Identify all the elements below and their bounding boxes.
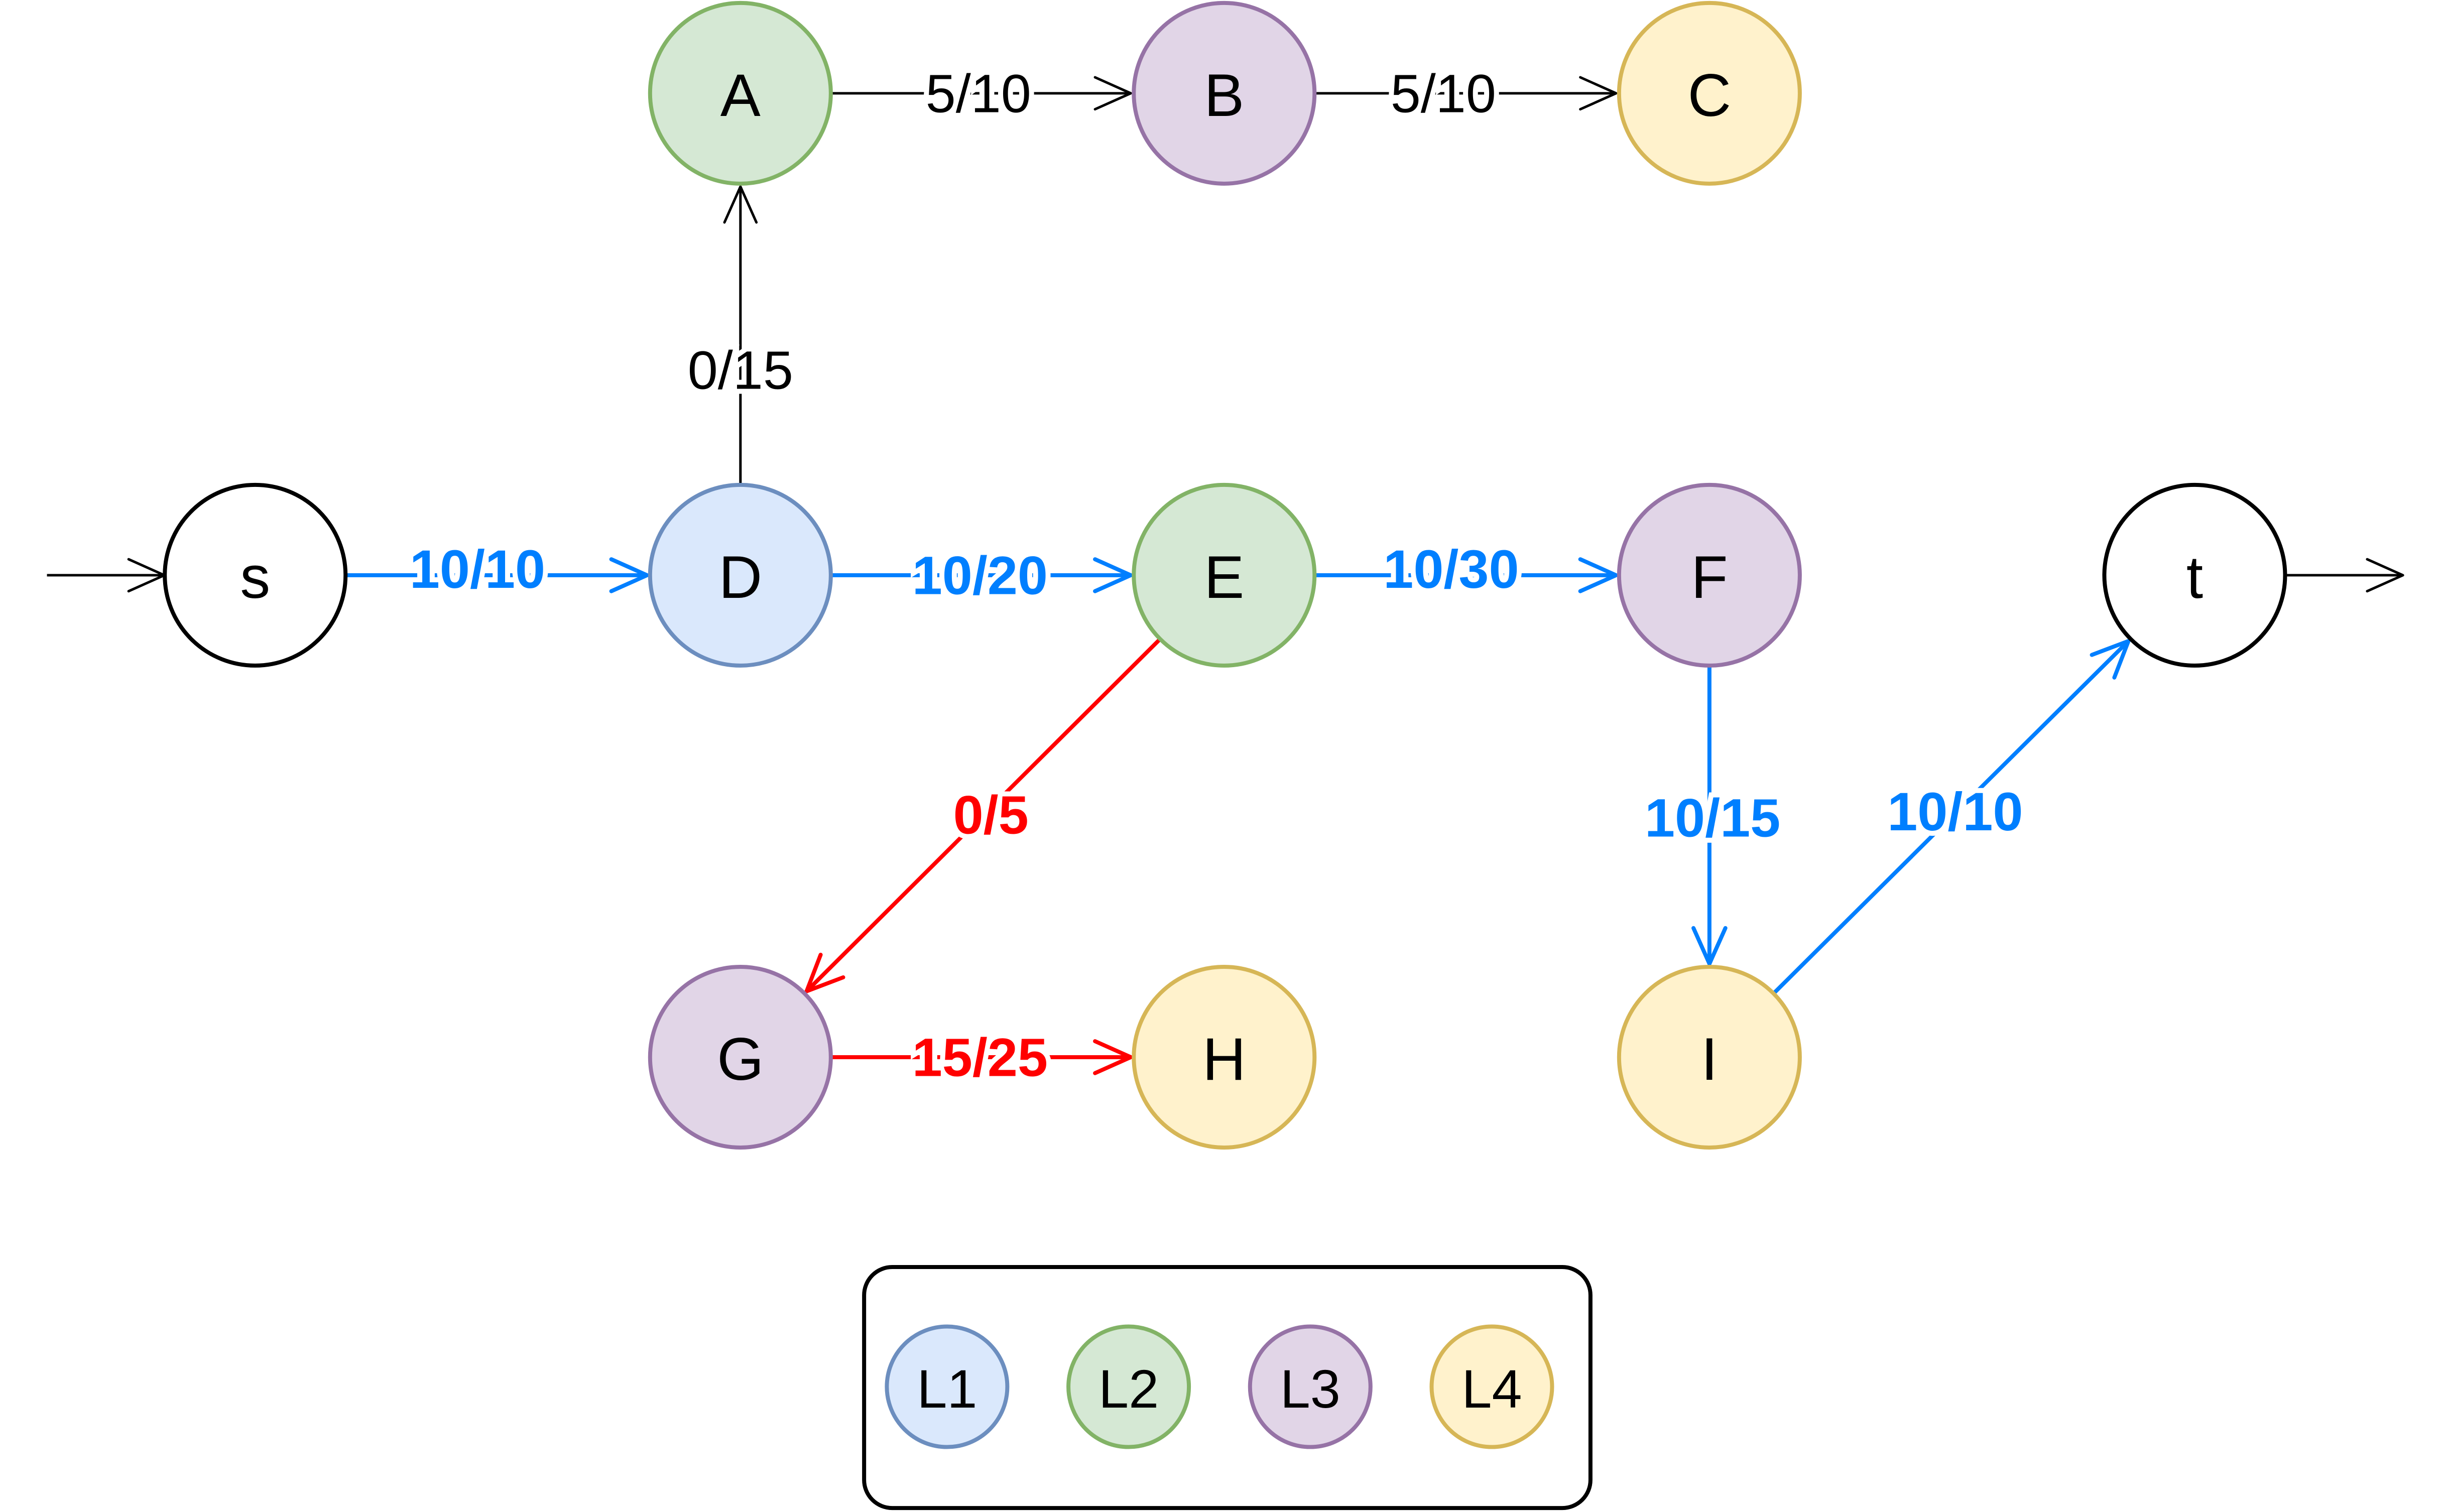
edge-A-to-B: 5/10 [830, 58, 1132, 129]
edge-F-to-I: 10/15 [1640, 665, 1785, 966]
node-circle [2102, 482, 2287, 668]
edge-label: 0/15 [688, 340, 793, 401]
node-label: B [1204, 62, 1244, 129]
node-circle [1132, 964, 1317, 1150]
legend-label: L2 [1099, 1358, 1159, 1419]
legend-box [862, 1265, 1593, 1510]
edge-label: 15/25 [912, 1027, 1048, 1087]
legend-label: L4 [1461, 1358, 1522, 1419]
node-label: s [240, 544, 270, 611]
edge-D-to-E: 10/20 [830, 540, 1133, 610]
edge-label: 10/10 [410, 539, 545, 599]
edge-label: 10/20 [912, 545, 1048, 605]
node-circle [1132, 482, 1317, 668]
edge-label: 5/10 [1391, 63, 1496, 123]
edge-arrowhead [1578, 557, 1618, 593]
node-label: H [1202, 1026, 1246, 1093]
node-label: E [1204, 544, 1244, 611]
edge-line [805, 638, 1162, 993]
node-circle [1132, 1, 1317, 186]
legend-swatch [1248, 1324, 1373, 1449]
legend-label: L1 [917, 1358, 977, 1419]
edge-label: 10/10 [1887, 781, 2023, 842]
edge-line [1772, 640, 2130, 995]
legend-swatch [1429, 1324, 1554, 1449]
edge-arrowhead [1579, 76, 1618, 111]
edges: 5/10 5/10 0/15 10/10 10/20 10/30 0/5 15/25 10/15… [345, 58, 2131, 1092]
node-circle [648, 482, 833, 668]
edge-label: 0/5 [953, 784, 1029, 845]
legend-label: L3 [1280, 1358, 1340, 1419]
node-label: C [1688, 62, 1732, 129]
node-circle [1617, 1, 1802, 186]
legend-item-L2: L2 [1066, 1324, 1191, 1449]
node-C: C [1617, 1, 1802, 186]
legend-item-L3: L3 [1248, 1324, 1373, 1449]
node-label: G [717, 1026, 764, 1093]
legend-swatch [885, 1324, 1010, 1449]
node-circle [163, 482, 348, 668]
node-H: H [1132, 964, 1317, 1150]
sink-outflow-arrowhead [2366, 558, 2404, 593]
node-circle [1617, 482, 1802, 668]
node-t: t [2102, 482, 2287, 668]
node-label: D [718, 544, 762, 611]
node-E: E [1132, 482, 1317, 668]
node-label: A [720, 62, 761, 129]
node-A: A [648, 1, 833, 186]
edge-B-to-C: 5/10 [1314, 58, 1618, 129]
edge-E-to-G: 0/5 [804, 638, 1162, 993]
external-arrows [47, 558, 2404, 593]
edge-arrowhead [804, 952, 845, 993]
node-B: B [1132, 1, 1317, 186]
edge-G-to-H: 15/25 [830, 1022, 1133, 1092]
edge-arrowhead [1093, 557, 1133, 593]
node-label: I [1701, 1026, 1718, 1093]
edge-D-to-A: 0/15 [683, 185, 798, 485]
edge-s-to-D: 10/10 [345, 534, 649, 604]
edge-arrowhead [1691, 926, 1728, 966]
legend-item-L4: L4 [1429, 1324, 1554, 1449]
node-G: G [648, 964, 833, 1150]
node-F: F [1617, 482, 1802, 668]
edge-arrowhead [1093, 76, 1132, 111]
legend-item-L1: L1 [885, 1324, 1010, 1449]
node-circle [1617, 964, 1802, 1150]
node-s: s [163, 482, 348, 668]
edge-I-to-t: 10/10 [1772, 639, 2131, 995]
edge-arrowhead [609, 557, 649, 593]
edge-arrowhead [723, 185, 758, 224]
node-label: F [1691, 544, 1728, 611]
edge-arrowhead [1093, 1039, 1133, 1075]
edge-E-to-F: 10/30 [1314, 534, 1618, 604]
node-label: t [2186, 544, 2203, 611]
node-D: D [648, 482, 833, 668]
legend: L1 L2 L3 L4 [862, 1265, 1593, 1510]
edge-label: 10/30 [1383, 539, 1519, 599]
edge-label: 10/15 [1645, 788, 1780, 848]
edge-arrowhead [2090, 639, 2131, 680]
legend-swatch [1066, 1324, 1191, 1449]
node-I: I [1617, 964, 1802, 1150]
edge-label: 5/10 [926, 63, 1031, 123]
node-circle [648, 964, 833, 1150]
node-circle [648, 1, 833, 186]
